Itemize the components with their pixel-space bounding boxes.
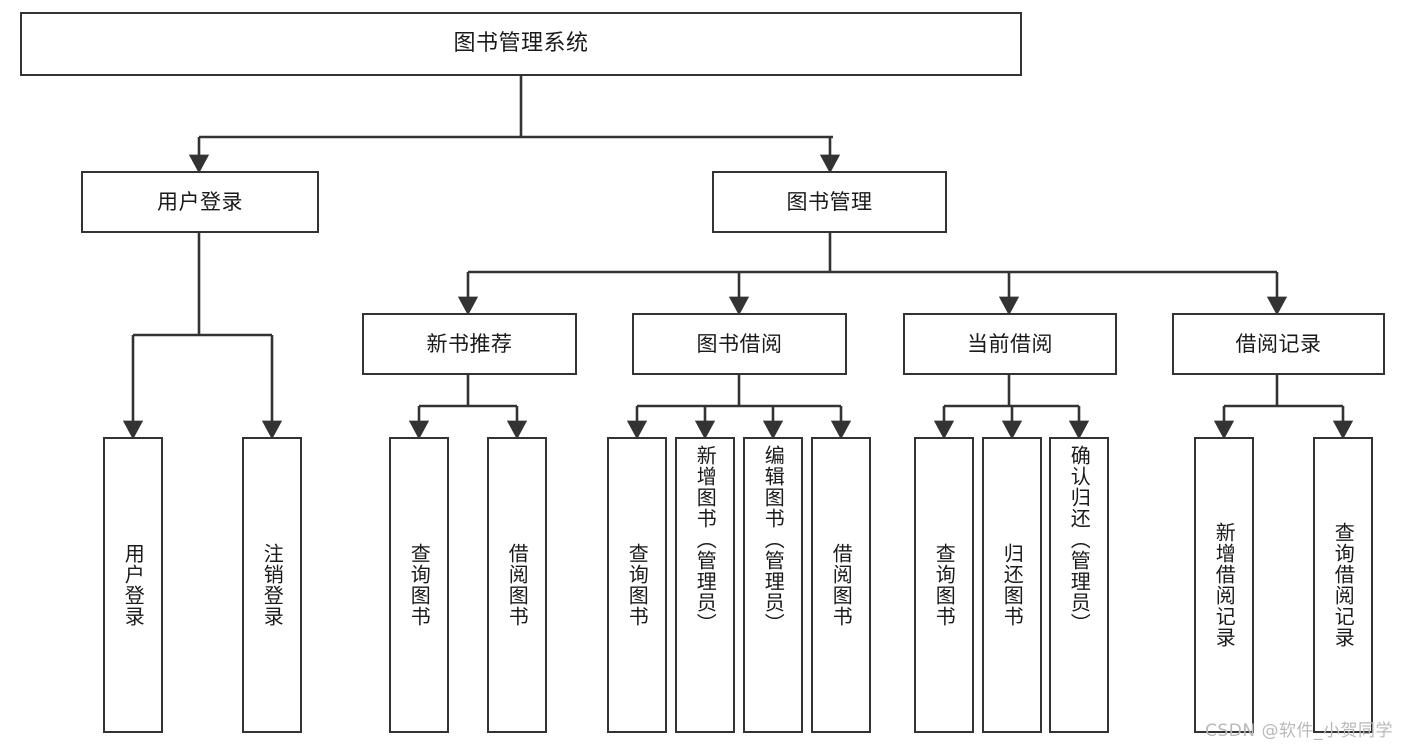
node-new-book-recommend-label: 新书推荐: [426, 331, 513, 356]
node-book-borrow-label: 图书借阅: [696, 331, 783, 356]
node-leaf-query-book-2-label: 查询图书: [625, 543, 650, 627]
node-leaf-logout-label: 注销登录: [260, 543, 285, 627]
node-leaf-query-record[interactable]: 查询借阅记录: [1313, 437, 1373, 733]
node-leaf-edit-book-label: 编辑图书（管理员）: [761, 445, 786, 634]
node-leaf-query-book-2[interactable]: 查询图书: [607, 437, 667, 733]
node-leaf-borrow-book-2[interactable]: 借阅图书: [811, 437, 871, 733]
node-leaf-query-book-3-label: 查询图书: [932, 543, 957, 627]
node-leaf-return-book-label: 归还图书: [1000, 543, 1025, 627]
node-leaf-confirm-return-label: 确认归还（管理员）: [1067, 445, 1092, 634]
node-user-login[interactable]: 用户登录: [81, 171, 319, 233]
node-borrow-record[interactable]: 借阅记录: [1172, 313, 1385, 375]
node-book-borrow[interactable]: 图书借阅: [632, 313, 847, 375]
node-current-borrow[interactable]: 当前借阅: [903, 313, 1117, 375]
node-leaf-confirm-return[interactable]: 确认归还（管理员）: [1049, 437, 1109, 733]
node-leaf-add-book-label: 新增图书（管理员）: [693, 445, 718, 634]
node-leaf-add-book[interactable]: 新增图书（管理员）: [675, 437, 735, 733]
node-book-management[interactable]: 图书管理: [712, 171, 947, 233]
node-leaf-query-book-1-label: 查询图书: [407, 543, 432, 627]
node-root-label: 图书管理系统: [453, 31, 589, 57]
node-leaf-borrow-book-2-label: 借阅图书: [829, 543, 854, 627]
node-leaf-query-book-3[interactable]: 查询图书: [914, 437, 974, 733]
node-root-book-management-system[interactable]: 图书管理系统: [20, 12, 1022, 76]
node-new-book-recommend[interactable]: 新书推荐: [362, 313, 577, 375]
node-leaf-edit-book[interactable]: 编辑图书（管理员）: [743, 437, 803, 733]
watermark-text: CSDN @软件_小贺同学: [1205, 721, 1393, 741]
node-book-management-label: 图书管理: [786, 189, 873, 214]
node-user-login-label: 用户登录: [157, 189, 243, 214]
node-leaf-add-record[interactable]: 新增借阅记录: [1194, 437, 1254, 733]
node-leaf-user-login[interactable]: 用户登录: [103, 437, 163, 733]
node-leaf-return-book[interactable]: 归还图书: [982, 437, 1042, 733]
node-leaf-user-login-label: 用户登录: [121, 543, 146, 627]
node-leaf-query-book-1[interactable]: 查询图书: [389, 437, 449, 733]
node-leaf-borrow-book-1[interactable]: 借阅图书: [487, 437, 547, 733]
node-leaf-query-record-label: 查询借阅记录: [1331, 522, 1356, 648]
node-current-borrow-label: 当前借阅: [967, 331, 1053, 356]
node-borrow-record-label: 借阅记录: [1235, 331, 1322, 356]
node-leaf-logout[interactable]: 注销登录: [242, 437, 302, 733]
node-leaf-add-record-label: 新增借阅记录: [1212, 522, 1237, 648]
node-leaf-borrow-book-1-label: 借阅图书: [505, 543, 530, 627]
